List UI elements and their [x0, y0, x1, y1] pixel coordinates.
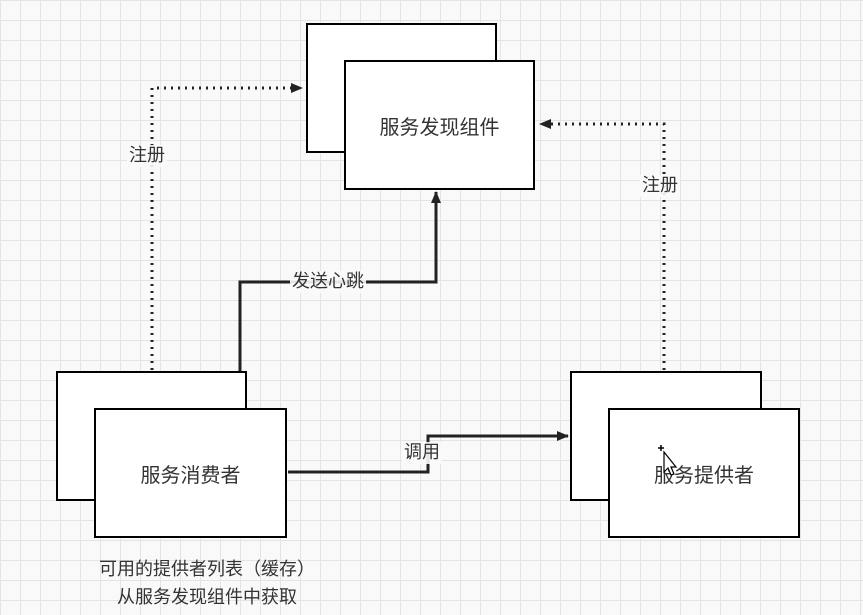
mouse-cursor-icon — [658, 445, 678, 476]
consumer-register-arrow — [150, 83, 303, 370]
discovery-node-label: 服务发现组件 — [379, 114, 500, 139]
provider-node[interactable]: 服务提供者 — [608, 408, 800, 538]
discovery-node[interactable]: 服务发现组件 — [344, 60, 535, 190]
consumer-node[interactable]: 服务消费者 — [94, 408, 287, 538]
consumer-register-label: 注册 — [127, 145, 167, 167]
cache-note-line2: 从服务发现组件中获取 — [117, 587, 297, 608]
provider-register-label: 注册 — [640, 175, 680, 197]
consumer-node-label: 服务消费者 — [140, 462, 241, 487]
cache-note: 可用的提供者列表（缓存） 从服务发现组件中获取 — [52, 556, 362, 612]
invoke-label: 调用 — [402, 442, 442, 464]
heartbeat-label: 发送心跳 — [290, 271, 366, 293]
cache-note-line1: 可用的提供者列表（缓存） — [99, 559, 315, 580]
provider-register-arrow — [539, 119, 666, 370]
